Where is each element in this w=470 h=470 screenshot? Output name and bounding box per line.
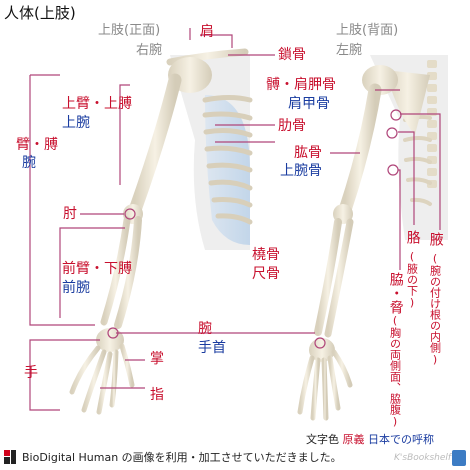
front-side-label: 右腕 — [136, 43, 163, 58]
watermark: K'sBookshelf — [394, 453, 452, 463]
label-kaku: 胳 — [404, 230, 421, 244]
legend-japan: 日本での呼称 — [368, 433, 434, 446]
legend-original: 原義 — [342, 433, 365, 446]
label-waki: 腋 — [427, 232, 444, 246]
leader-lines — [29, 28, 441, 411]
bookshelf-logo-icon — [452, 450, 466, 466]
label-arm-blue: 腕 — [22, 155, 36, 171]
label-yubi: 指 — [150, 387, 164, 403]
label-kata: 肩 — [200, 24, 214, 40]
label-upper-arm-red: 上臂・上膊 — [62, 96, 132, 112]
label-rokkotsu: 肋骨 — [278, 118, 306, 134]
label-hiji: 肘 — [63, 206, 77, 222]
label-kyou: 脇・脅 — [387, 272, 404, 314]
label-ulna: 尺骨 — [252, 266, 280, 282]
label-sho: 掌 — [150, 351, 164, 367]
label-wrist-red: 腕 — [198, 321, 212, 337]
back-skeleton — [297, 55, 448, 421]
markers — [107, 109, 402, 349]
label-arm-red: 臂・膊 — [16, 137, 58, 153]
color-legend: 文字色 原義 日本での呼称 — [306, 434, 434, 445]
biodigital-logo — [4, 450, 16, 464]
label-wrist-blue: 手首 — [198, 340, 226, 356]
label-humerus-red: 肱骨 — [294, 145, 322, 161]
front-view-label: 上肢(正面) — [98, 23, 161, 38]
label-forearm-blue: 前腕 — [62, 280, 90, 296]
label-scapula-blue: 肩甲骨 — [288, 96, 330, 112]
label-te: 手 — [24, 365, 38, 381]
label-radius: 橈骨 — [252, 247, 280, 263]
label-sakotsu: 鎖骨 — [278, 47, 306, 63]
back-side-label: 左腕 — [336, 43, 363, 58]
label-upper-arm-blue: 上腕 — [62, 115, 90, 131]
back-view-label: 上肢(背面) — [336, 23, 399, 38]
label-humerus-blue: 上腕骨 — [280, 163, 322, 179]
label-kyou-note: (胸の両側面、脇腹) — [388, 314, 402, 428]
front-skeleton — [69, 48, 253, 415]
footer-credit: BioDigital Human の画像を利用・加工させていただきました。 — [22, 451, 342, 464]
legend-prefix: 文字色 — [306, 433, 339, 446]
label-forearm-red: 前臂・下膊 — [62, 261, 132, 277]
label-scapula-red: 髆・肩胛骨 — [266, 77, 336, 93]
label-waki-note: (腕の付け根の内側) — [428, 252, 442, 366]
page-title: 人体(上肢) — [4, 4, 76, 22]
label-kaku-note: (腋の下) — [405, 250, 419, 309]
